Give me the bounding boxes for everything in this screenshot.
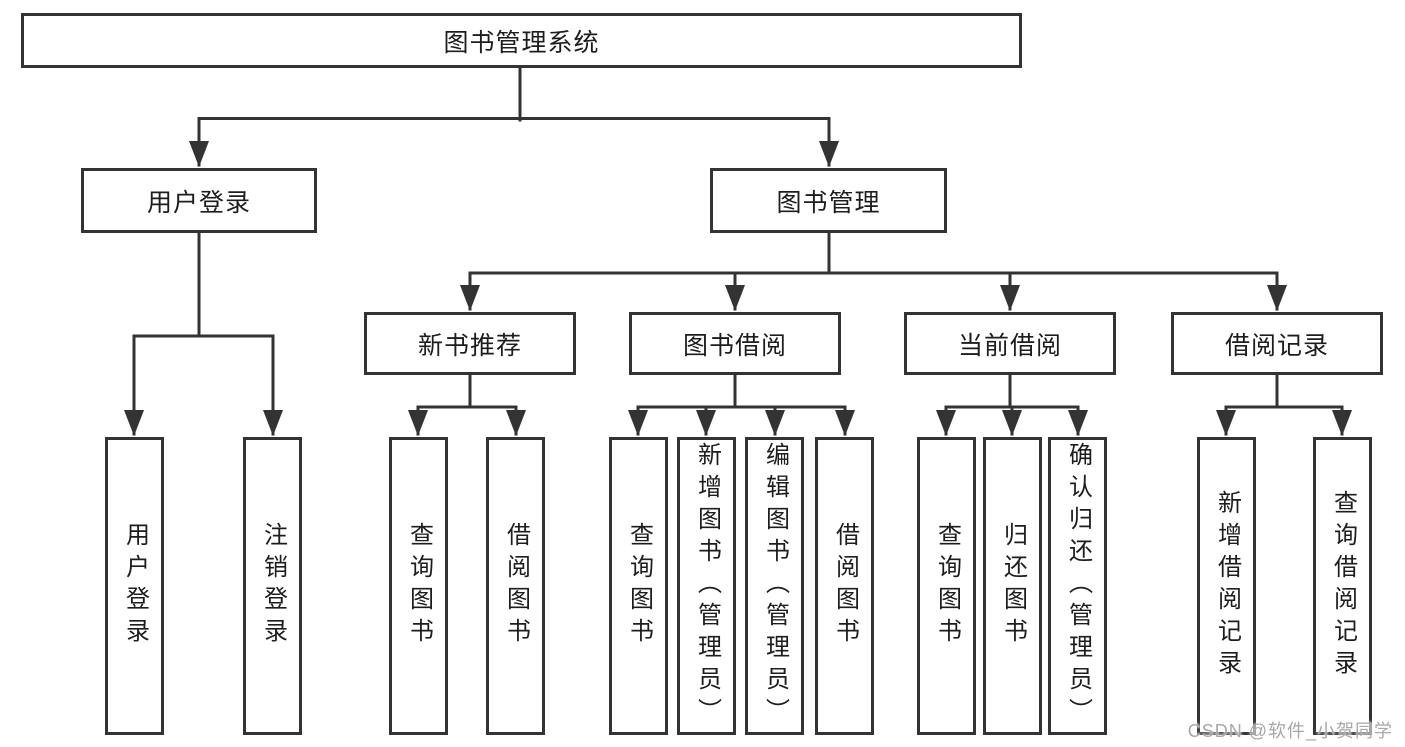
node-new-book-recommend-label: 新书推荐 xyxy=(417,331,522,360)
node-br-add-record: 新增借阅记录 xyxy=(1197,437,1256,735)
node-bb-add-books-admin-label: 新增图书（管理员） xyxy=(693,442,721,730)
node-user-login: 用户登录 xyxy=(81,168,317,233)
node-logout: 注销登录 xyxy=(243,437,302,735)
node-bb-edit-books-admin: 编辑图书（管理员） xyxy=(745,437,804,735)
node-bb-add-books-admin: 新增图书（管理员） xyxy=(677,437,736,735)
node-book-borrowing-label: 图书借阅 xyxy=(682,331,787,360)
node-cb-confirm-return-admin-label: 确认归还（管理员） xyxy=(1064,442,1092,730)
node-book-borrowing: 图书借阅 xyxy=(629,312,841,375)
node-br-add-record-label: 新增借阅记录 xyxy=(1213,490,1241,682)
node-br-query-record-label: 查询借阅记录 xyxy=(1329,490,1357,682)
node-book-management-label: 图书管理 xyxy=(776,188,881,217)
node-nb-borrow-books: 借阅图书 xyxy=(486,437,545,735)
node-bb-query-books: 查询图书 xyxy=(609,437,668,735)
node-logout-label: 注销登录 xyxy=(259,522,287,650)
node-root: 图书管理系统 xyxy=(21,13,1022,68)
node-borrow-records: 借阅记录 xyxy=(1171,312,1383,375)
node-nb-query-books-label: 查询图书 xyxy=(405,522,433,650)
node-bb-borrow-books-label: 借阅图书 xyxy=(831,522,859,650)
node-borrow-records-label: 借阅记录 xyxy=(1224,331,1329,360)
node-book-management: 图书管理 xyxy=(710,168,947,233)
node-user-login-label: 用户登录 xyxy=(146,188,251,217)
node-bb-borrow-books: 借阅图书 xyxy=(815,437,874,735)
node-new-book-recommend: 新书推荐 xyxy=(364,312,576,375)
node-root-label: 图书管理系统 xyxy=(443,28,600,57)
node-br-query-record: 查询借阅记录 xyxy=(1313,437,1372,735)
node-cb-confirm-return-admin: 确认归还（管理员） xyxy=(1048,437,1107,735)
node-cb-return-books: 归还图书 xyxy=(983,437,1042,735)
node-nb-borrow-books-label: 借阅图书 xyxy=(502,522,530,650)
node-login: 用户登录 xyxy=(105,437,164,735)
node-bb-edit-books-admin-label: 编辑图书（管理员） xyxy=(761,442,789,730)
node-cb-return-books-label: 归还图书 xyxy=(999,522,1027,650)
node-nb-query-books: 查询图书 xyxy=(389,437,448,735)
node-bb-query-books-label: 查询图书 xyxy=(625,522,653,650)
node-cb-query-books: 查询图书 xyxy=(917,437,976,735)
node-login-label: 用户登录 xyxy=(121,522,149,650)
node-cb-query-books-label: 查询图书 xyxy=(933,522,961,650)
node-current-borrowing-label: 当前借阅 xyxy=(957,331,1062,360)
csdn-watermark: CSDN @软件_小贺同学 xyxy=(1187,721,1393,741)
node-current-borrowing: 当前借阅 xyxy=(904,312,1116,375)
